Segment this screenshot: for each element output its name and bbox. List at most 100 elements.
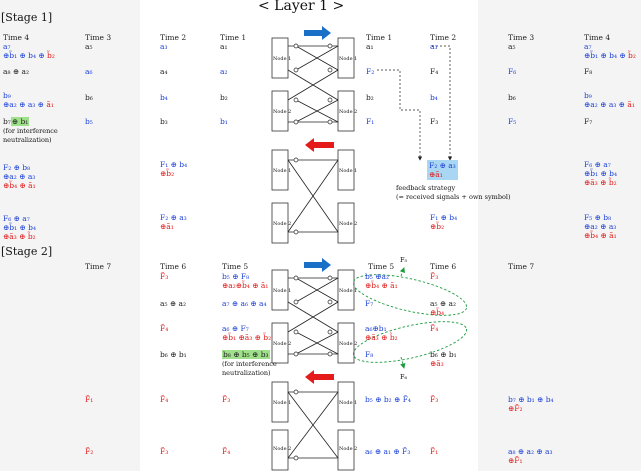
node1-label-d: Node 1 bbox=[339, 168, 358, 174]
s1-r-t3-a: a₅ bbox=[508, 42, 516, 51]
node2-label-d: Node 2 bbox=[339, 221, 358, 227]
s2-r-t5-b: F₇ bbox=[365, 299, 374, 308]
node1-label-g: Node 1 bbox=[273, 400, 292, 406]
s1-hdr-left-time4: Time 4 bbox=[3, 33, 30, 42]
node1-label-f: Node 1 bbox=[339, 288, 358, 294]
s2-r-t6-c: F̃₄ bbox=[430, 324, 439, 333]
s1-r-t2-d: F₃ bbox=[430, 117, 439, 126]
s2-l-t6-e: F̃₄ bbox=[160, 395, 169, 404]
blue-forward-arrow bbox=[304, 26, 331, 40]
s1-r-t2-f-line2: ⊕b̃₂ bbox=[430, 222, 445, 231]
s1-l-t2-b: a₄ bbox=[160, 67, 168, 76]
s1-r-t2-e-line2: ⊕ã₁ bbox=[429, 170, 443, 179]
s2-r-t7-e-line1: b₇ ⊕ b₁ ⊕ b₄ bbox=[508, 395, 554, 404]
s2-f5-label: F₅ bbox=[400, 256, 408, 264]
block-stage1-forward bbox=[271, 26, 355, 132]
s2-r-t6-d-line2: ⊕ã₃ bbox=[430, 359, 444, 368]
s1-l-t4-e-line3: ⊕b̃₄ ⊕ ã₁ bbox=[3, 181, 36, 190]
s1-r-t4-f-line2: ⊕a₂ ⊕ a₃ bbox=[584, 222, 617, 231]
layer-title: < Layer 1 > bbox=[258, 0, 345, 14]
s1-r-t3-d: F₅ bbox=[508, 117, 517, 126]
s1-l-t4-b: a₈ ⊕ a₂ bbox=[3, 67, 30, 76]
s1-r-t4-b: F₈ bbox=[584, 67, 593, 76]
s1-l-t2-f-line1: F₂ ⊕ a₃ bbox=[160, 213, 187, 222]
s1-l-t2-e-line1: F₁ ⊕ b₄ bbox=[160, 160, 188, 169]
s1-r-t4-e-line3: ⊕ã₃ ⊕ b̃₂ bbox=[584, 178, 617, 187]
s2-l-t7-e: F̃₁ bbox=[85, 395, 94, 404]
node1-label-b: Node 1 bbox=[339, 56, 358, 62]
s1-l-t4-c-line2: ⊕a₂ ⊕ a₃ ⊕ ã₁ bbox=[3, 100, 54, 109]
s1-l-t1-d: b₁ bbox=[220, 117, 228, 126]
s2-hdr-right-time6: Time 6 bbox=[430, 262, 457, 271]
s2-r-t5-f: a₆ ⊕ a₁ ⊕ F̃₃ bbox=[365, 447, 411, 456]
s1-r-t1-c: b₂ bbox=[366, 93, 374, 102]
s1-l-t2-c: b₄ bbox=[160, 93, 168, 102]
s2-l-t5-c-line2: ⊕b̃₁ ⊕ã₃ ⊕ b̃₂ bbox=[222, 333, 272, 342]
s2-r-t5-a-line2: ⊕b̃₄ ⊕ ã₁ bbox=[365, 281, 398, 290]
s1-l-t4-a-line2: ⊕b̃₁ ⊕ b₄ ⊕ b̃₂ bbox=[3, 51, 55, 60]
node2-label-c: Node 2 bbox=[273, 221, 292, 227]
s1-r-t4-d: F₇ bbox=[584, 117, 593, 126]
s2-l-t5-f: F̃₄ bbox=[222, 447, 231, 456]
s2-r-t7-f-line2: ⊕F̃₁ bbox=[508, 456, 523, 465]
node1-label-a: Node 1 bbox=[273, 56, 292, 62]
node1-label-c: Node 1 bbox=[273, 168, 292, 174]
s1-l-t2-a: a₃ bbox=[160, 42, 168, 51]
block-stage2-forward bbox=[271, 258, 355, 364]
s1-r-t1-a: a₁ bbox=[366, 42, 374, 51]
s1-l-t1-a: a₁ bbox=[220, 42, 228, 51]
stage2-label: [Stage 2] bbox=[1, 245, 53, 258]
s2-l-t6-b: a₅ ⊕ a₂ bbox=[160, 299, 187, 308]
s1-l-t4-e-line1: F₂ ⊕ b₈ bbox=[3, 163, 31, 172]
node1-label-h: Node 1 bbox=[339, 400, 358, 406]
s2-l-t7-f: F̃₂ bbox=[85, 447, 94, 456]
s1-l-t2-d: b₃ bbox=[160, 117, 168, 126]
s2-l-t6-a: F̃₃ bbox=[160, 272, 169, 281]
s1-l-t4-a-line1: a₇ bbox=[3, 42, 11, 51]
s2-hdr-right-time7: Time 7 bbox=[508, 262, 535, 271]
block-stage1-backward bbox=[271, 138, 355, 244]
node1-label-e: Node 1 bbox=[273, 288, 292, 294]
s2-hdr-left-time5: Time 5 bbox=[222, 262, 249, 271]
left-shaded-band bbox=[0, 0, 140, 471]
s2-l-t5-a-line2: ⊕a₂⊕b̃₄ ⊕ ã₁ bbox=[222, 281, 269, 290]
s1-l-t1-c: b₂ bbox=[220, 93, 228, 102]
right-shaded-band bbox=[478, 0, 641, 471]
s2-r-t6-a: F̃₃ bbox=[430, 272, 439, 281]
s1-hdr-right-time2: Time 2 bbox=[430, 33, 457, 42]
s2-r-t5-c-line2: ⊕ã₃ ⊕ b̃₂ bbox=[365, 333, 398, 342]
s2-hdr-right-time5: Time 5 bbox=[368, 262, 395, 271]
s2-r-t6-e: F̃₃ bbox=[430, 395, 439, 404]
s1-r-t2-f-line1: F₁ ⊕ b₄ bbox=[430, 213, 458, 222]
s2-l-t5-b: a₇ ⊕ a₆ ⊕ a₄ bbox=[222, 299, 267, 308]
s1-l-t3-a: a₅ bbox=[85, 42, 93, 51]
s1-r-t2-c: b₄ bbox=[430, 93, 438, 102]
s1-r-t2-e-line1: F₂ ⊕ a₃ bbox=[429, 161, 456, 170]
s2-r-t5-c-line1: a₆⊕b₁ bbox=[365, 324, 387, 333]
node2-label-g: Node 2 bbox=[273, 446, 292, 452]
s1-r-t1-b: F₂ bbox=[366, 67, 375, 76]
s1-r-t2-b: F₄ bbox=[430, 67, 439, 76]
s1-r-t4-c-line1: b₉ bbox=[584, 91, 592, 100]
s2-r-t5-e: b₅ ⊕ b₂ ⊕ F̃₄ bbox=[365, 395, 411, 404]
s1-interference-note: (for interference neutralization) bbox=[3, 127, 58, 144]
s1-r-t4-c-line2: ⊕a₂ ⊕ a₃ ⊕ ã₁ bbox=[584, 100, 635, 109]
s1-l-t4-f-line1: F₆ ⊕ a₇ bbox=[3, 214, 30, 223]
s1-r-t4-f-line3: ⊕b̃₄ ⊕ ã₁ bbox=[584, 231, 617, 240]
s1-hdr-left-time2: Time 2 bbox=[160, 33, 187, 42]
s1-l-t3-d: b₅ bbox=[85, 117, 93, 126]
node2-label-e: Node 2 bbox=[273, 341, 292, 347]
s1-r-t4-e-line1: F₆ ⊕ a₇ bbox=[584, 160, 611, 169]
s2-r-t6-f: F̃₁ bbox=[430, 447, 439, 456]
s1-l-t4-e-line2: ⊕a₂ ⊕ a₃ bbox=[3, 172, 36, 181]
s1-l-t2-f-line2: ⊕ã₁ bbox=[160, 222, 174, 231]
s2-l-t6-f: F̃₃ bbox=[160, 447, 169, 456]
s2-interference-note: (for interference neutralization) bbox=[222, 360, 277, 377]
red-backward-arrow-2 bbox=[305, 370, 334, 384]
s1-l-t3-c: b₆ bbox=[85, 93, 93, 102]
block-stage2-backward bbox=[271, 370, 355, 471]
s1-r-t4-e-line2: ⊕b̃₁ ⊕ b₄ bbox=[584, 169, 617, 178]
blue-forward-arrow-2 bbox=[304, 258, 331, 272]
feedback-strategy-note: feedback strategy (= received signals + … bbox=[396, 184, 511, 201]
